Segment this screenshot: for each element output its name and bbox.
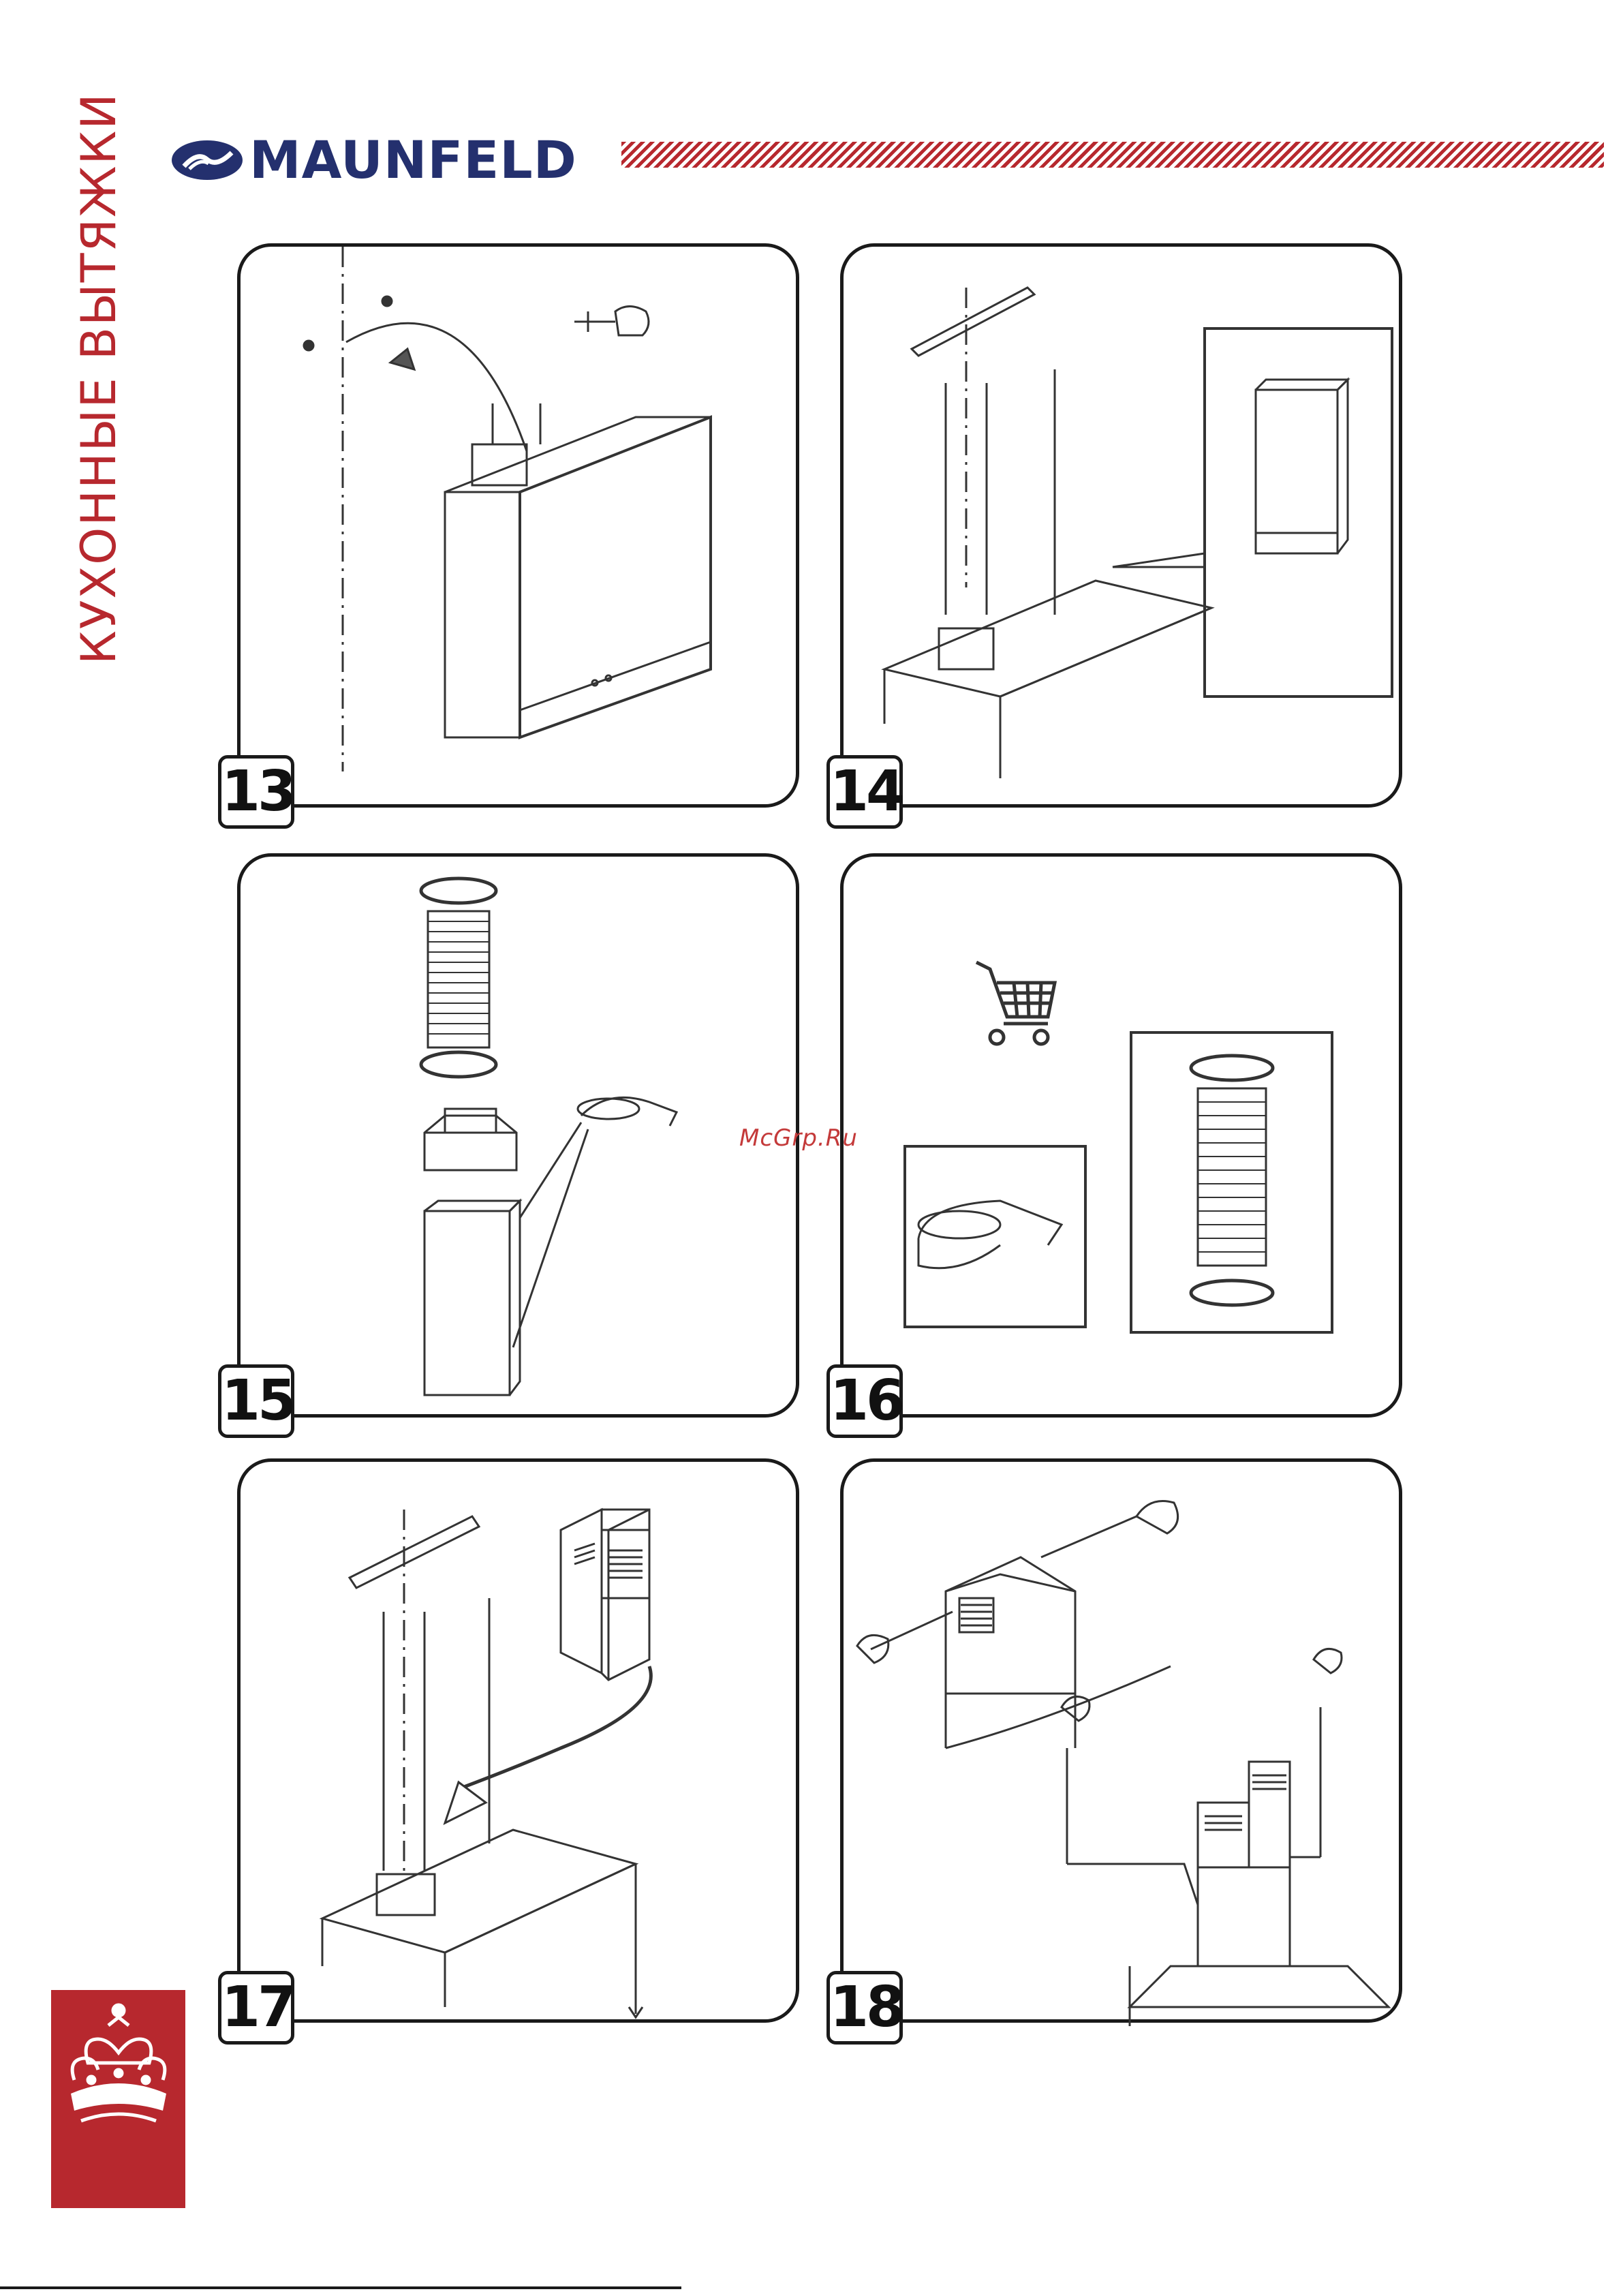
- step-panel-14: [840, 243, 1402, 808]
- step-panel-15: [237, 853, 799, 1418]
- step-number-15: 15: [218, 1364, 294, 1438]
- footer-divider: [0, 2286, 681, 2289]
- header-stripe: [621, 142, 1604, 168]
- step-panel-18: [840, 1458, 1402, 2023]
- step-number-18: 18: [826, 1971, 903, 2045]
- maunfeld-logo-icon: [170, 139, 244, 181]
- step-number-13: 13: [218, 755, 294, 829]
- step-number-16: 16: [826, 1364, 903, 1438]
- step-number-14: 14: [826, 755, 903, 829]
- step-panel-16: [840, 853, 1402, 1418]
- brand-name: MAUNFELD: [249, 134, 577, 186]
- crest-badge: [51, 1990, 185, 2208]
- section-title: КУХОННЫЕ ВЫТЯЖКИ: [72, 133, 126, 664]
- shopping-cart-icon: [976, 962, 1055, 1044]
- step-panel-13: [237, 243, 799, 808]
- step-number-17: 17: [218, 1971, 294, 2045]
- brand-logo: MAUNFELD: [170, 133, 577, 187]
- crown-crest-icon: [61, 1998, 176, 2134]
- step-panel-17: [237, 1458, 799, 2023]
- watermark: McGrp.Ru: [739, 1124, 858, 1152]
